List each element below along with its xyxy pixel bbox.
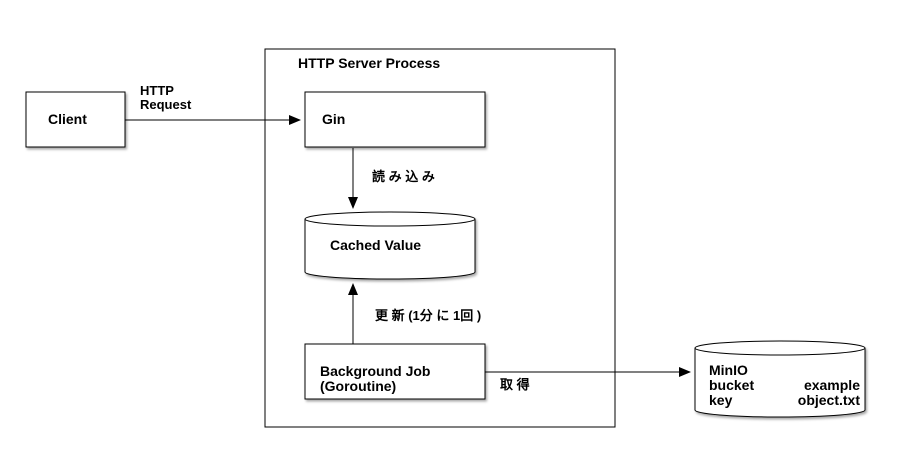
server-process-title: HTTP Server Process [298, 55, 440, 71]
edge-read: 読 み 込 み [348, 148, 435, 209]
read-label: 読 み 込 み [372, 169, 435, 184]
update-label: 更 新 (1分 に 1回 ) [375, 308, 481, 323]
client-node: Client [25, 91, 126, 148]
minio-bucket-label: bucket [709, 377, 754, 393]
client-label: Client [48, 111, 87, 127]
fetch-label: 取 得 [500, 377, 530, 392]
gin-node: Gin [304, 91, 486, 148]
minio-title: MinIO [709, 362, 748, 378]
background-job-node: Background Job (Goroutine) [304, 343, 486, 400]
minio-key-value: object.txt [798, 392, 861, 408]
edge-fetch: 取 得 [485, 367, 691, 392]
cached-value-label: Cached Value [330, 237, 421, 253]
cached-value-store: Cached Value [304, 211, 476, 280]
background-job-label: Background Job [320, 363, 430, 379]
minio-key-label: key [709, 392, 733, 408]
minio-store: MinIO bucket example key object.txt [694, 340, 866, 418]
http-request-label-line2: Request [140, 97, 192, 112]
edge-http-request: HTTP Request [125, 83, 301, 125]
minio-bucket-value: example [804, 377, 860, 393]
http-request-label-line1: HTTP [140, 83, 174, 98]
background-job-sublabel: (Goroutine) [320, 378, 396, 394]
gin-label: Gin [322, 111, 345, 127]
edge-update: 更 新 (1分 に 1回 ) [348, 283, 481, 344]
